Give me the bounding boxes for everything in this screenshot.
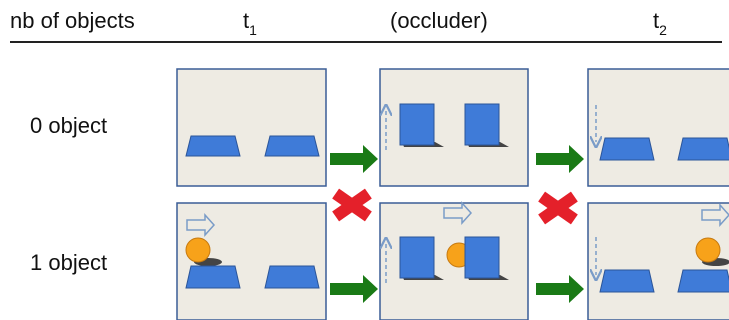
- panel-row1-t1: [176, 202, 327, 320]
- trapezoid-right: [264, 265, 320, 289]
- header-t1: t1: [243, 8, 257, 39]
- panel-row0-t1: [176, 68, 327, 187]
- motion-right-arrow: [186, 213, 216, 237]
- trapezoid-right: [677, 137, 729, 161]
- trapezoid-right: [264, 135, 320, 157]
- green-arrow-row1-b: [536, 275, 584, 303]
- panel-row1-t2: [587, 202, 729, 320]
- trapezoid-left: [185, 135, 241, 157]
- orange-ball: [695, 237, 721, 263]
- row-label-1-object: 1 object: [30, 250, 108, 275]
- occluder-screen-left: [399, 103, 435, 146]
- header-occluder: (occluder): [390, 8, 488, 33]
- row-label-0-object: 0 object: [30, 113, 108, 138]
- motion-right-arrow: [701, 203, 729, 227]
- occluder-screen-left: [399, 236, 435, 279]
- red-cross-1: [332, 188, 372, 222]
- trapezoid-left: [599, 137, 655, 161]
- panel-row0-occluder: [379, 68, 529, 187]
- green-arrow-row0-b: [536, 145, 584, 173]
- red-cross-2: [538, 191, 578, 225]
- orange-ball: [185, 237, 211, 263]
- occluder-screen-right: [464, 236, 500, 279]
- trapezoid-left: [599, 269, 655, 293]
- panel-row1-occluder: [379, 201, 529, 320]
- panel-row0-t2: [587, 68, 729, 187]
- header-t2: t2: [653, 8, 667, 39]
- green-arrow-row0-a: [330, 145, 378, 173]
- header-nb-of-objects: nb of objects: [10, 8, 135, 33]
- trapezoid-left: [185, 265, 241, 289]
- green-arrow-row1-a: [330, 275, 378, 303]
- trapezoid-right: [677, 269, 729, 293]
- occluder-screen-right: [464, 103, 500, 146]
- header-rule: [10, 41, 722, 43]
- motion-right-arrow: [443, 201, 473, 225]
